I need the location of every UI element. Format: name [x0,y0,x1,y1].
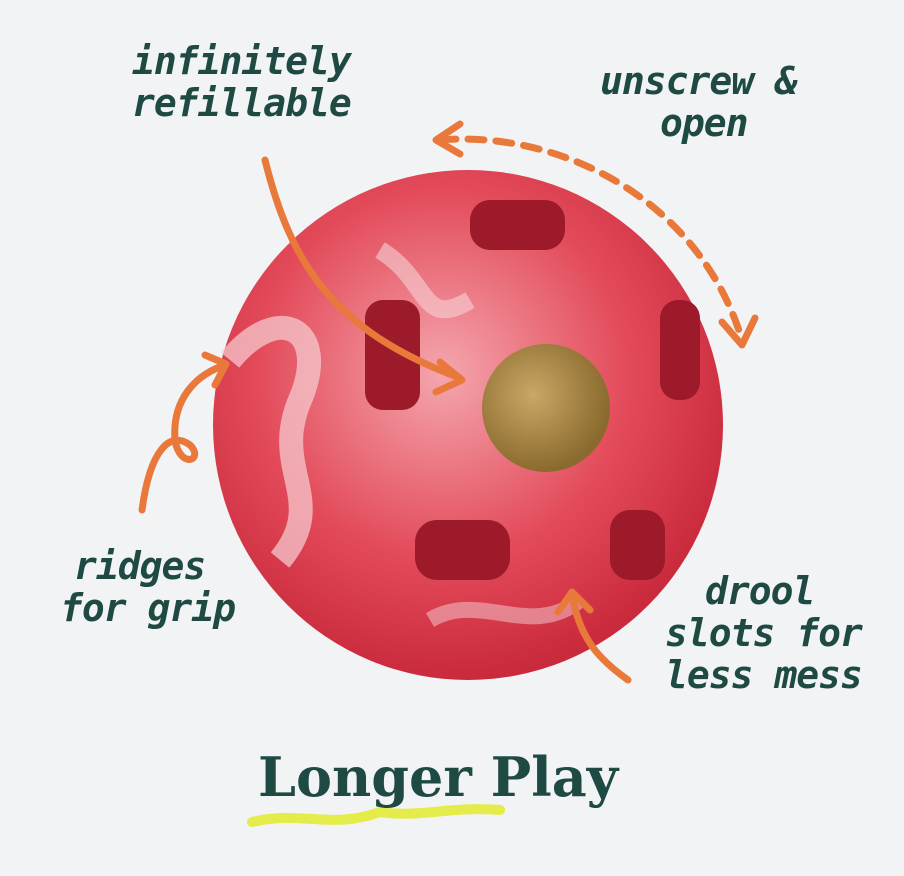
callout-line: for grip [60,586,236,630]
callout-line: unscrew & [600,59,798,103]
callout-drool-slots: drool slots for less mess [665,569,863,697]
arrow-ridges [138,361,229,514]
drool-slot [415,520,510,580]
callout-line: drool [705,569,815,613]
drool-slot [365,300,420,410]
callout-line: ridges [74,544,206,588]
callout-ridges-for-grip: ridges for grip [60,544,236,630]
drool-slot [660,300,700,400]
drool-slot [610,510,665,580]
callout-line: less mess [665,653,863,697]
arrow-unscrew [436,135,746,344]
arrow-drool [568,591,632,684]
toy-ball [213,170,723,680]
callout-infinitely-refillable: infinitely refillable [132,39,352,125]
treat [482,344,610,472]
drool-slot [470,200,565,250]
headline: Longer Play [258,745,619,809]
callout-line: slots for [665,611,863,655]
arrow-refillable [261,156,464,382]
callout-unscrew-open: unscrew & open [600,59,798,145]
headline-highlight [247,804,505,827]
callout-line: open [660,101,749,145]
callout-line: infinitely [132,39,352,83]
callout-line: refillable [132,81,352,125]
